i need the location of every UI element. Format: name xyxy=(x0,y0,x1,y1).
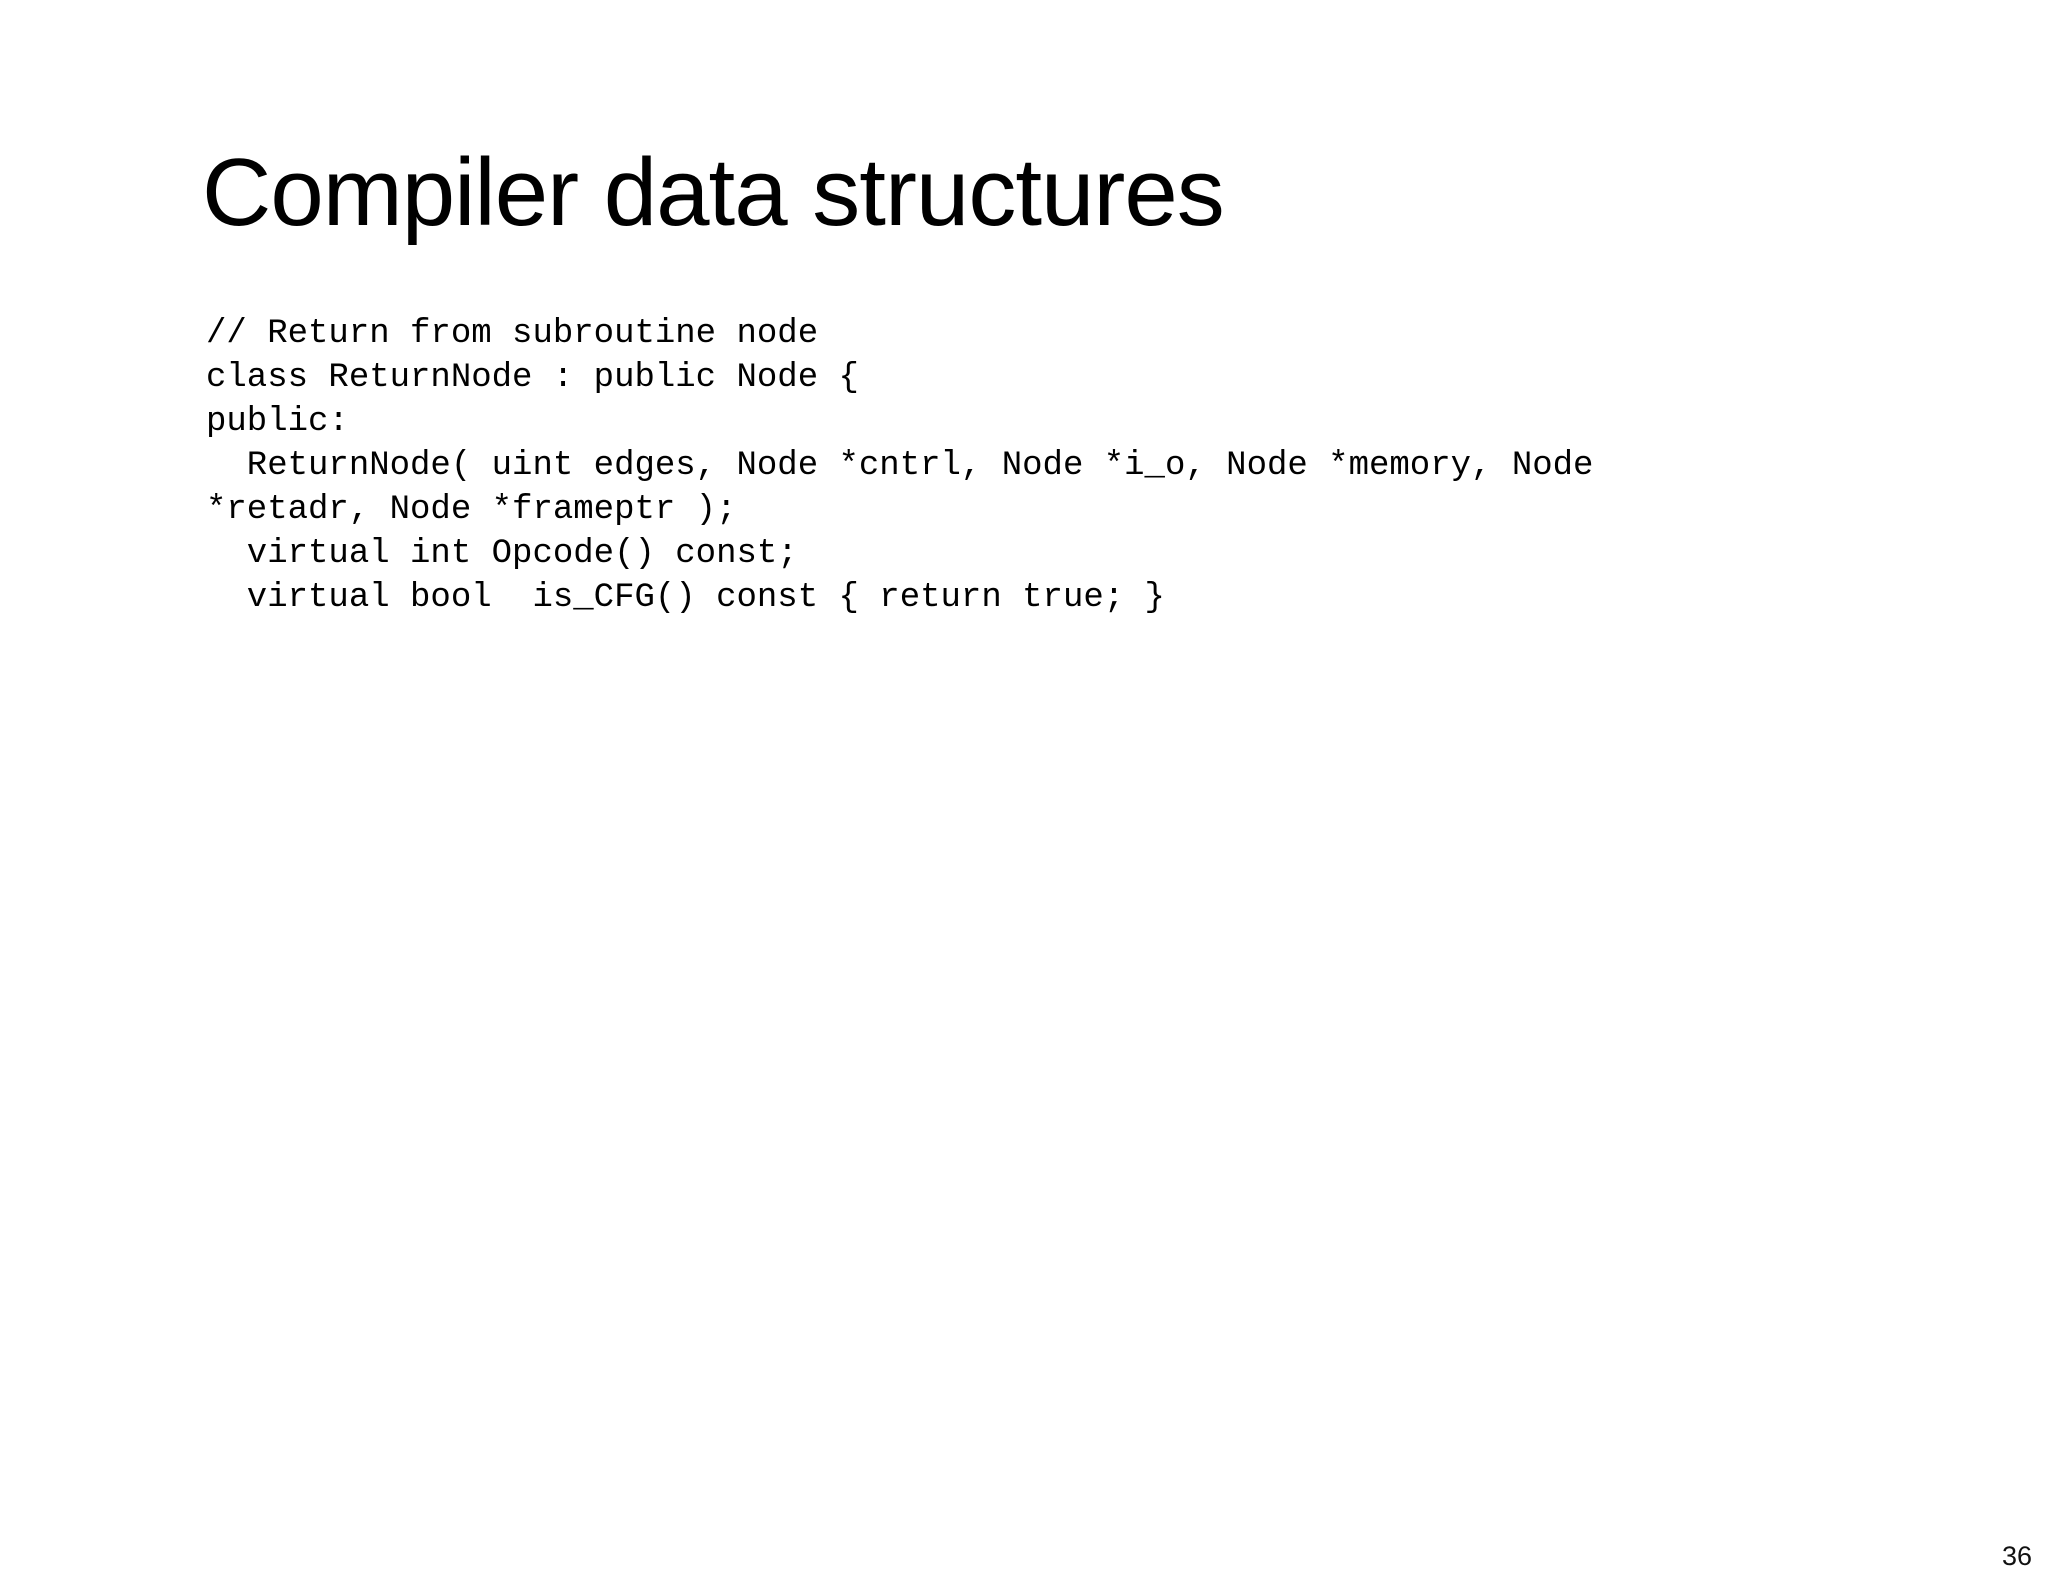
slide-title: Compiler data structures xyxy=(202,139,1225,246)
code-line: virtual int Opcode() const; xyxy=(206,535,798,573)
code-line: // Return from subroutine node xyxy=(206,315,819,353)
code-line: class ReturnNode : public Node { xyxy=(206,359,859,397)
code-line: public: xyxy=(206,403,349,441)
code-line: *retadr, Node *frameptr ); xyxy=(206,491,737,529)
code-line: ReturnNode( uint edges, Node *cntrl, Nod… xyxy=(206,447,1594,485)
code-block: // Return from subroutine node class Ret… xyxy=(206,312,1593,620)
code-line: virtual bool is_CFG() const { return tru… xyxy=(206,579,1165,617)
page-number: 36 xyxy=(2001,1541,2032,1571)
